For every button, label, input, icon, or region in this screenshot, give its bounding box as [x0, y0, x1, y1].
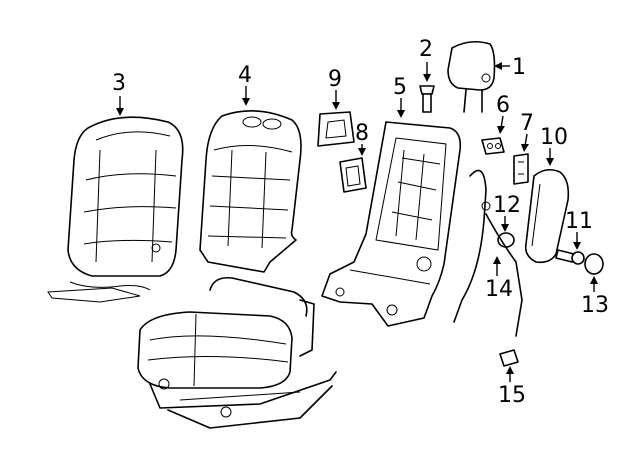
- callout-7: 7: [520, 111, 534, 136]
- callout-12: 12: [493, 193, 521, 218]
- part-11-bolt: [555, 249, 585, 265]
- callout-11: 11: [565, 209, 593, 234]
- callout-arrows: [116, 62, 598, 382]
- part-14-cable: [453, 169, 523, 337]
- part-2-headrest-guide: [419, 85, 435, 113]
- part-9-bezel: [317, 111, 355, 147]
- part-13-cap: [584, 253, 604, 275]
- seat-cushion-assembly: [137, 276, 337, 429]
- callout-1: 1: [512, 55, 526, 80]
- part-8-trim: [339, 157, 367, 193]
- callout-labels: 1 2 3 4 5 6 7 8 9 10 11 12 13 14 15: [112, 37, 609, 408]
- callout-15: 15: [498, 383, 526, 408]
- part-6-clip: [481, 137, 505, 155]
- callout-6: 6: [496, 93, 510, 118]
- part-4-seat-back-pad: [199, 110, 302, 273]
- callout-5: 5: [393, 75, 407, 100]
- callout-2: 2: [419, 37, 433, 62]
- part-10-armrest: [524, 168, 570, 264]
- part-5-seat-frame: [321, 121, 462, 327]
- part-1-headrest: [447, 40, 496, 113]
- callout-14: 14: [485, 277, 513, 302]
- callout-9: 9: [328, 67, 342, 92]
- part-3-seat-back-cover: [47, 116, 184, 303]
- callout-13: 13: [581, 293, 609, 318]
- part-15-connector: [499, 349, 519, 367]
- callout-4: 4: [238, 63, 252, 88]
- callout-3: 3: [112, 71, 126, 96]
- callout-10: 10: [540, 125, 568, 150]
- callout-8: 8: [355, 121, 369, 146]
- part-7-bracket: [513, 153, 529, 185]
